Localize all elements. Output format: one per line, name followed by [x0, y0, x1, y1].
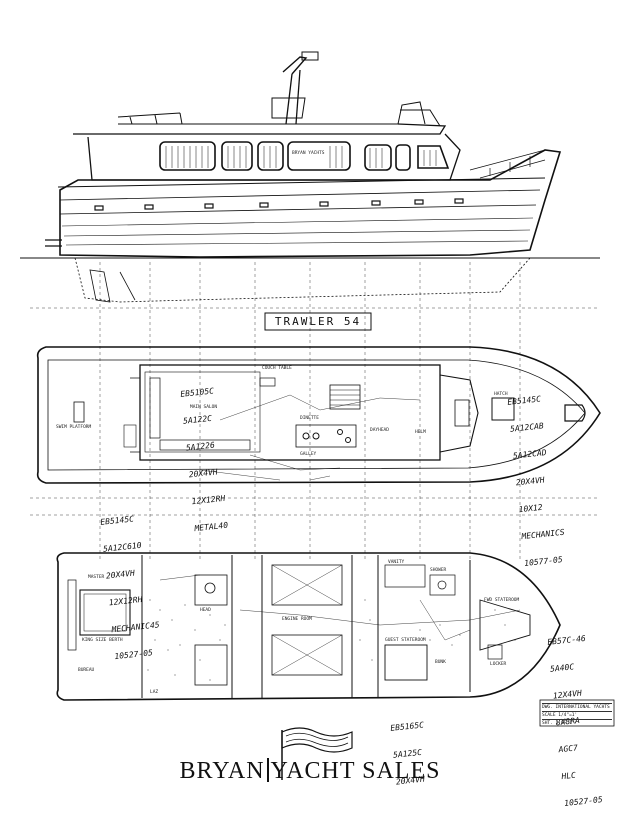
trawler-drawing-sheet — [20, 51, 615, 780]
brand-right: YACHT SALES — [270, 758, 441, 784]
cabin-window — [159, 141, 216, 171]
room-label: GUEST STATEROOM — [385, 638, 426, 643]
cabin-window — [287, 141, 351, 171]
cabin-window — [395, 144, 411, 171]
room-label: DAYHEAD — [370, 428, 389, 433]
bridge-window-label: BRYAN YACHTS — [292, 151, 325, 156]
room-label: HEAD — [200, 608, 211, 613]
room-label: LOCKER — [490, 662, 507, 667]
cabin-window — [417, 145, 450, 169]
room-label: BUNK — [435, 660, 446, 665]
cabin-window — [257, 141, 284, 171]
room-label: SHOWER — [430, 568, 447, 573]
title-block-row: DWG. INTERNATIONAL YACHTS — [542, 703, 612, 711]
room-label: HELM — [415, 430, 426, 435]
room-label: LAZ — [150, 690, 159, 695]
room-label: DINETTE — [300, 416, 319, 421]
room-label: MASTER — [88, 575, 105, 580]
room-label: FWD STATEROOM — [484, 598, 520, 603]
title-block-row: SCALE 1/4"=1' — [542, 711, 612, 719]
room-label: GALLEY — [300, 452, 317, 457]
room-label: COUCH TABLE — [262, 366, 292, 371]
main-deck-plan — [36, 346, 601, 484]
cabin-window — [364, 144, 392, 171]
cabin-window — [221, 141, 253, 171]
room-label: BUREAU — [78, 668, 95, 673]
drawing-title: TRAWLER 54 — [274, 315, 362, 328]
brand-logo — [281, 727, 353, 780]
room-label: ENGINE ROOM — [282, 617, 312, 622]
room-label: SWIM PLATFORM — [56, 425, 92, 430]
room-label: MAIN SALON — [190, 405, 218, 410]
station-grid — [30, 262, 600, 560]
room-label: KING SIZE BERTH — [82, 638, 123, 643]
room-label: VANITY — [388, 560, 405, 565]
brand-left: BRYAN — [179, 758, 265, 784]
profile-view — [20, 51, 600, 303]
lower-deck-plan — [56, 552, 561, 701]
title-block-row: SHT. 1 OF 1 — [542, 719, 612, 727]
room-label: HATCH — [494, 392, 508, 397]
title-block: DWG. INTERNATIONAL YACHTS SCALE 1/4"=1' … — [542, 703, 612, 727]
brand-divider — [266, 758, 269, 782]
